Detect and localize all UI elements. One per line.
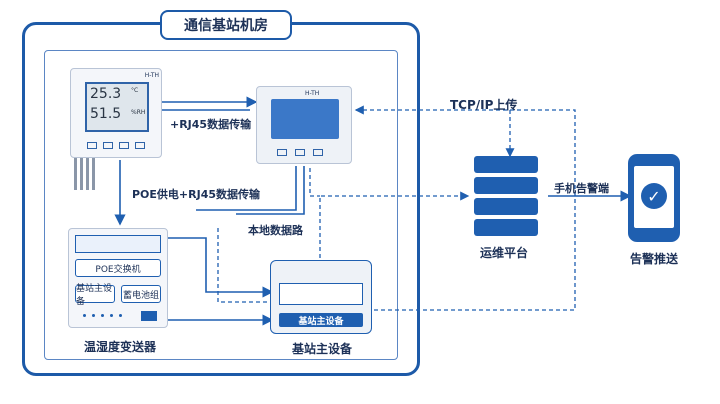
th-device-screen <box>271 99 339 139</box>
poe-switch-label: POE交换机 <box>95 264 141 275</box>
base-station-badge-label: 基站主设备 <box>298 316 344 327</box>
sensor-temp-unit: °C <box>131 87 139 94</box>
room-title: 通信基站机房 <box>184 18 268 34</box>
base-station-badge: 基站主设备 <box>279 313 363 327</box>
cabinet-port <box>141 311 157 321</box>
poe-rj45-label: POE供电+RJ45数据传输 <box>132 188 261 201</box>
sensor-hum-value: 51.5 <box>90 106 122 122</box>
poe-switch-box: POE交换机 <box>75 259 161 277</box>
sensor-temp-value: 25.3 <box>90 86 122 102</box>
battery-label: 蓄电池组 <box>122 290 159 301</box>
th-device-model: H-TH <box>305 90 320 97</box>
base-station-panel <box>279 283 363 305</box>
rj45-label: +RJ45数据传输 <box>170 118 252 131</box>
cabinet-status-leds <box>83 314 133 318</box>
base-main-label: 基站主设备 <box>76 284 113 307</box>
sensor-hum-unit: %RH <box>131 109 146 116</box>
cabinet-port-panel <box>75 235 161 253</box>
room-inner-frame <box>44 50 398 360</box>
battery-box: 蓄电池组 <box>121 285 161 303</box>
sensor-buttons <box>87 142 147 149</box>
mobile-alarm-label: 手机告警端 <box>554 182 609 195</box>
base-station-device: 基站主设备 <box>270 260 372 334</box>
sensor-model: H-TH <box>144 72 159 79</box>
sensor-device-label: 温湿度变送器 <box>84 340 157 354</box>
th-device: H-TH <box>256 86 352 164</box>
check-icon: ✓ <box>641 183 667 209</box>
base-station-label: 基站主设备 <box>292 342 353 356</box>
local-data-label: 本地数据路 <box>248 224 303 237</box>
phone-icon: ✓ <box>628 154 680 242</box>
server-icon <box>474 156 538 236</box>
sensor-device: H-TH 25.3 °C 51.5 %RH <box>70 68 162 158</box>
base-main-box: 基站主设备 <box>75 284 115 307</box>
tcpip-label: TCP/IP上传 <box>450 98 518 112</box>
room-title-tab: 通信基站机房 <box>160 10 292 40</box>
sensor-screen: 25.3 °C 51.5 %RH <box>85 82 149 132</box>
switch-cabinet: POE交换机 基站主设备 蓄电池组 <box>68 228 168 328</box>
server-label: 运维平台 <box>480 246 529 260</box>
sensor-probe-rods <box>72 158 96 192</box>
phone-label: 告警推送 <box>630 252 679 266</box>
th-device-buttons <box>277 149 337 156</box>
